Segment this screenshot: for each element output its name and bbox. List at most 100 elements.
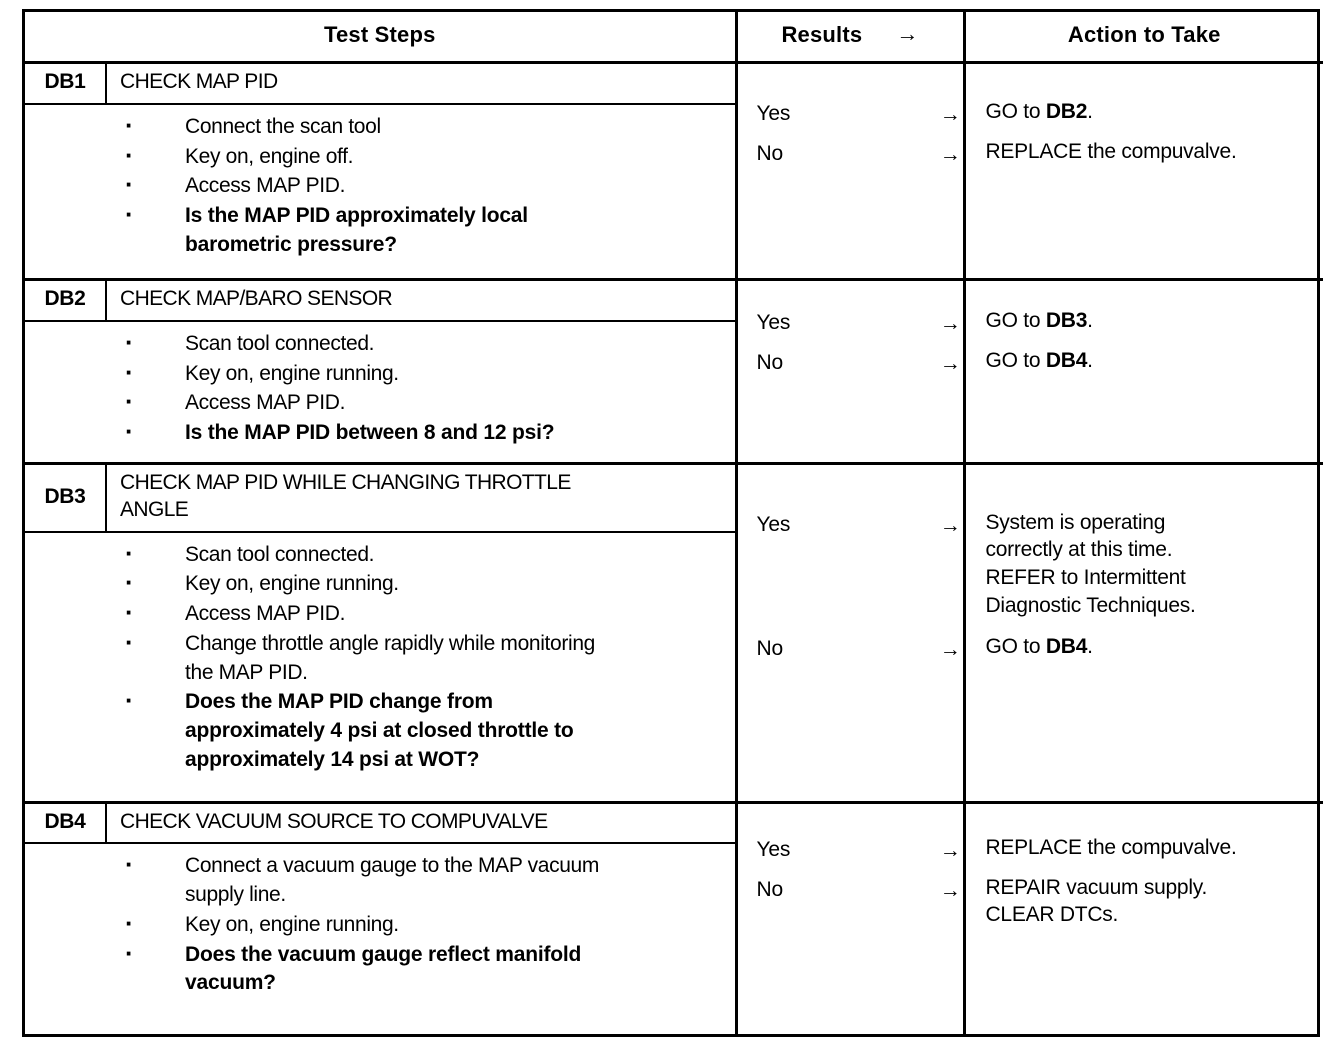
action-target-step-ref: DB4 [1045, 348, 1088, 372]
action-text-segment: GO to [985, 634, 1046, 658]
result-branch-yes: Yes → [738, 838, 963, 862]
action-text-yes: REPLACE the compuvalve. [966, 834, 1318, 862]
action-text-segment: . [1087, 100, 1093, 123]
result-branch-yes: Yes → [738, 513, 963, 537]
step-list-item: Access MAP PID. [25, 595, 725, 630]
action-target-step-ref: DB2 [1045, 100, 1088, 123]
right-arrow-icon: → [939, 513, 961, 537]
step-list-item: Connect a vacuum gauge to the MAP vacuum… [25, 847, 725, 910]
section-row-db1: DB1 CHECK MAP PID Connect the scan toolKey… [25, 62, 1323, 281]
action-text-no: GO to DB4. [966, 633, 1318, 661]
step-list: Connect a vacuum gauge to the MAP vacuum… [25, 847, 725, 999]
action-text-no: REPAIR vacuum supply. CLEAR DTCs. [966, 874, 1318, 929]
step-id-label: DB1 [25, 64, 107, 103]
step-list-item: Scan tool connected. [25, 325, 725, 360]
section-title-row: DB1 CHECK MAP PID [25, 64, 735, 105]
results-cell-db3: Yes → No → [736, 463, 966, 804]
step-list-item: Key on, engine running. [25, 565, 725, 600]
test-steps-cell-db1: DB1 CHECK MAP PID Connect the scan toolKey… [25, 62, 738, 281]
action-text-segment: GO to [985, 308, 1046, 332]
results-cell-db4: Yes → No → [736, 802, 966, 1035]
right-arrow-icon: → [939, 311, 961, 335]
step-list-item: Change throttle angle rapidly while moni… [25, 625, 725, 688]
result-label: No [756, 877, 784, 901]
result-label: Yes [756, 837, 791, 861]
step-list: Connect the scan toolKey on, engine off.… [25, 108, 725, 260]
column-header-results-label: Results [781, 22, 863, 47]
step-list-item: Key on, engine off. [25, 138, 725, 173]
result-label: No [756, 636, 784, 660]
right-arrow-icon: → [939, 103, 961, 126]
action-text-yes: GO to DB2. [966, 98, 1318, 126]
step-list: Scan tool connected.Key on, engine runni… [25, 536, 725, 775]
result-branch-no: No → [738, 878, 963, 902]
column-header-action-to-take: Action to Take [964, 12, 1323, 64]
result-branch-no: No→ [738, 351, 963, 375]
action-text-segment: . [1087, 634, 1093, 658]
result-branch-no: No → [738, 637, 963, 661]
action-text-segment: REPLACE the compuvalve. [985, 140, 1237, 163]
action-target-step-ref: DB4 [1045, 634, 1088, 658]
step-list-item: Connect the scan tool [25, 108, 725, 143]
action-text-segment: REPAIR vacuum supply. CLEAR DTCs. [985, 875, 1208, 927]
step-id-label: DB3 [25, 464, 107, 531]
header-row: Test Steps Results → Action to Take [25, 12, 1323, 64]
step-list-item: Does the MAP PID change from approximate… [25, 683, 725, 774]
right-arrow-icon: → [939, 637, 961, 661]
action-target-step-ref: DB3 [1045, 308, 1088, 332]
result-label: Yes [756, 512, 791, 536]
action-cell-db1: GO to DB2. REPLACE the compuvalve. [964, 62, 1323, 281]
results-cell-db1: Yes → No → [736, 62, 966, 281]
section-title: CHECK MAP PID WHILE CHANGING THROTTLE AN… [120, 470, 571, 521]
section-row-db3: DB3 CHECK MAP PID WHILE CHANGING THROTTLE… [25, 463, 1323, 804]
result-label: No [756, 142, 784, 165]
step-id-label: DB4 [25, 803, 107, 843]
test-steps-cell-db2: DB2 CHECK MAP/BARO SENSOR Scan tool connec… [25, 279, 738, 465]
section-title-row: DB2 CHECK MAP/BARO SENSOR [25, 280, 735, 322]
action-text-segment: GO to [985, 100, 1046, 123]
section-title: CHECK VACUUM SOURCE TO COMPUVALVE [120, 809, 548, 833]
right-arrow-icon: → [939, 838, 961, 862]
steps-body: Scan tool connected.Key on, engine runni… [25, 322, 735, 462]
action-cell-db3: System is operating correctly at this ti… [964, 463, 1323, 804]
test-steps-cell-db4: DB4 CHECK VACUUM SOURCE TO COMPUVALVE Conn… [25, 802, 738, 1035]
result-branch-yes: Yes→ [738, 311, 963, 335]
action-cell-db4: REPLACE the compuvalve. REPAIR vacuum sup… [964, 802, 1323, 1034]
step-id-label: DB2 [25, 280, 107, 320]
steps-body: Connect a vacuum gauge to the MAP vacuum… [25, 844, 735, 1034]
step-list-item: Does the vacuum gauge reflect manifold v… [25, 936, 725, 999]
section-title-row: DB3 CHECK MAP PID WHILE CHANGING THROTTLE… [25, 464, 735, 533]
action-text-yes: System is operating correctly at this ti… [966, 509, 1318, 620]
action-text-segment: System is operating correctly at this ti… [985, 510, 1196, 617]
action-text-segment: . [1087, 348, 1093, 372]
action-cell-db2: GO to DB3.GO to DB4. [964, 279, 1323, 465]
result-branch-yes: Yes → [738, 102, 963, 126]
right-arrow-icon: → [896, 21, 919, 46]
section-row-db4: DB4 CHECK VACUUM SOURCE TO COMPUVALVE Conn… [25, 802, 1323, 1035]
result-label: No [756, 350, 784, 374]
steps-body: Scan tool connected.Key on, engine runni… [25, 533, 735, 801]
section-title-row: DB4 CHECK VACUUM SOURCE TO COMPUVALVE [25, 803, 735, 845]
section-row-db2: DB2 CHECK MAP/BARO SENSOR Scan tool connec… [25, 279, 1323, 465]
column-header-results: Results → [736, 12, 966, 64]
action-text-no: REPLACE the compuvalve. [966, 138, 1318, 166]
step-list-item: Access MAP PID. [25, 384, 725, 419]
action-text-segment: GO to [985, 348, 1046, 372]
result-branch-no: No → [738, 142, 963, 166]
result-label: Yes [756, 102, 791, 125]
step-list-item: Is the MAP PID approximately local barom… [25, 197, 725, 260]
action-text-segment: REPLACE the compuvalve. [985, 835, 1237, 859]
step-list-item: Scan tool connected. [25, 536, 725, 571]
step-list-item: Key on, engine running. [25, 906, 725, 941]
action-text-no: GO to DB4. [966, 347, 1318, 375]
step-list-item: Access MAP PID. [25, 167, 725, 202]
right-arrow-icon: → [939, 143, 961, 166]
column-header-test-steps: Test Steps [25, 12, 738, 64]
section-title: CHECK MAP PID [120, 70, 278, 93]
right-arrow-icon: → [939, 878, 961, 902]
section-title: CHECK MAP/BARO SENSOR [120, 286, 393, 310]
